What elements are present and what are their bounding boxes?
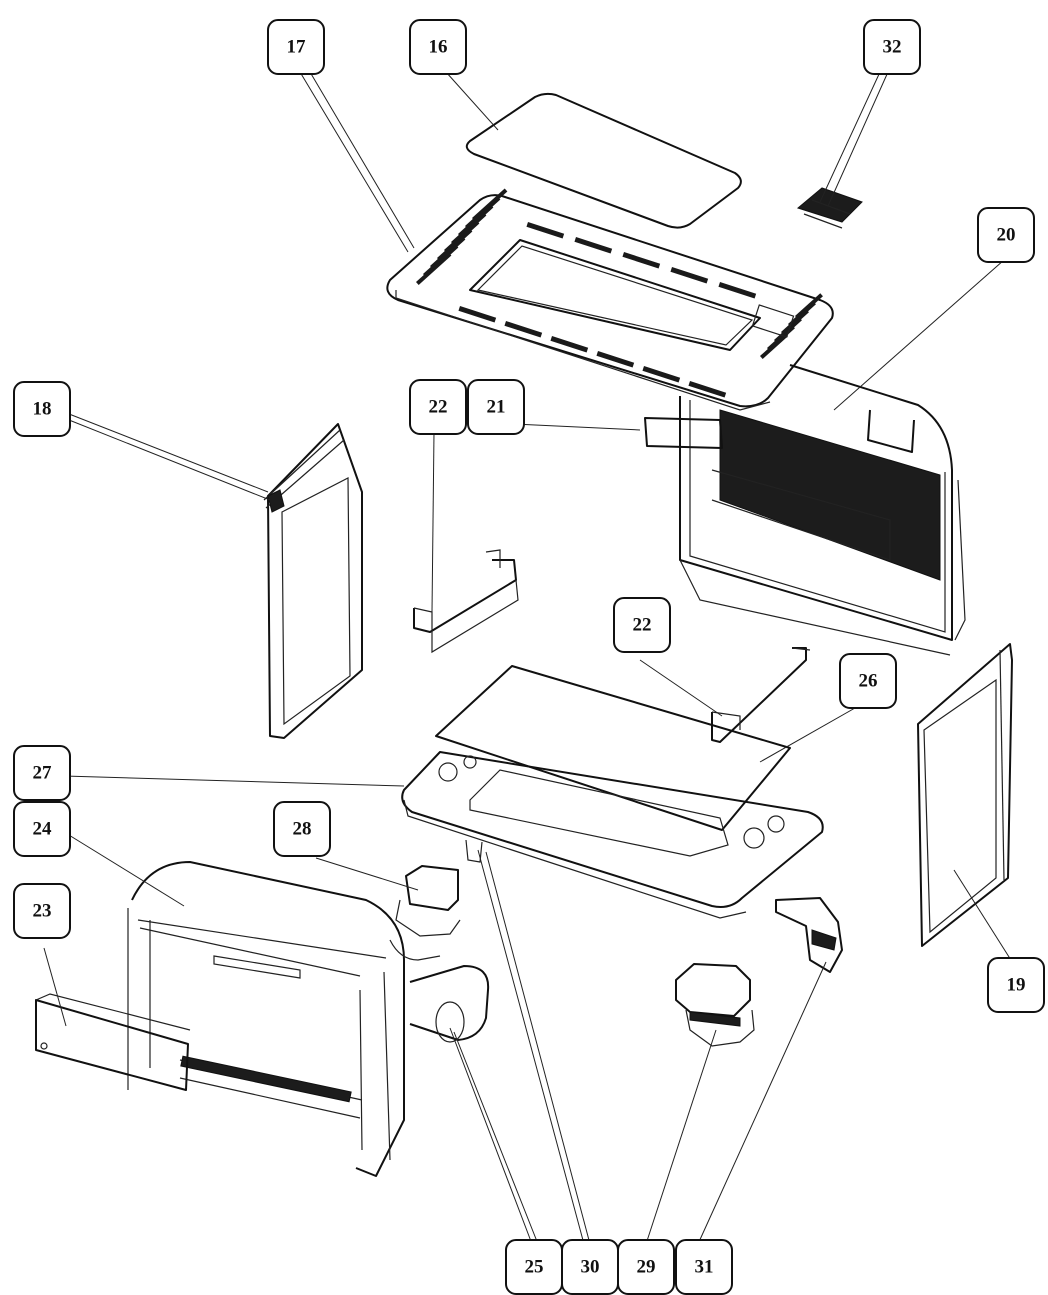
callout-30: 30 [561,1239,619,1295]
callout-label: 23 [33,901,52,922]
callout-box [617,1239,675,1295]
callout-21: 21 [467,379,525,435]
part-bracket-22a [413,549,519,654]
callout-box [977,207,1035,263]
grille-slot [504,321,543,338]
callout-box [613,597,671,653]
callout-label: 30 [581,1257,600,1278]
callout-18: 18 [13,381,71,437]
callout-label: 17 [287,37,307,58]
part-back-panel [679,364,966,656]
grille-slot [472,188,508,221]
callout-box [13,801,71,857]
callout-box [409,19,467,75]
callout-box [987,957,1045,1013]
callout-20: 20 [977,207,1035,263]
callout-label: 26 [859,671,878,692]
callout-label: 19 [1007,975,1026,996]
callout-31: 31 [675,1239,733,1295]
callout-box [273,801,331,857]
callout-label: 22 [429,397,448,418]
part-fitting-28 [395,865,461,937]
part-bracket-22b [711,647,811,743]
grille-slot [718,282,757,299]
part-right-side-panel [917,643,1013,947]
callout-label: 22 [633,615,652,636]
callout-box [13,883,71,939]
callout-16: 16 [409,19,467,75]
leader-lines [43,71,1017,1245]
callout-box [267,19,325,75]
part-top-grille [386,188,834,411]
callout-label: 32 [883,37,902,58]
callout-label: 28 [293,819,312,840]
callout-27: 27 [13,745,71,801]
callout-label: 25 [525,1257,544,1278]
grille-slot [622,251,661,269]
grille-slot [574,237,613,254]
callout-22: 22 [613,597,671,653]
callout-box [467,379,525,435]
grille-slot [670,267,709,284]
callout-label: 31 [695,1257,714,1278]
callout-label: 20 [997,225,1016,246]
callout-17: 17 [267,19,325,75]
callout-label: 29 [637,1257,656,1278]
grille-slot [550,336,589,353]
callout-32: 32 [863,19,921,75]
part-baffle-sheet-26 [435,665,791,831]
callout-box [13,745,71,801]
part-burner-tube [389,939,490,1043]
grille-slot [596,351,635,368]
callout-box [839,653,897,709]
part-base-tray [401,751,824,919]
part-small-bracket-32 [796,187,863,229]
callout-box [863,19,921,75]
part-left-side-panel [263,423,363,739]
callout-25: 25 [505,1239,563,1295]
callout-box [13,381,71,437]
callout-box [409,379,467,435]
callout-28: 28 [273,801,331,857]
part-burner-29 [675,963,755,1047]
part-bracket-31 [775,897,843,973]
callout-label: 27 [33,763,53,784]
callout-box [675,1239,733,1295]
grille-slot [526,222,565,239]
callout-label: 21 [487,397,506,418]
callout-24: 24 [13,801,71,857]
callout-label: 18 [33,399,52,420]
part-bar-21 [644,417,723,449]
grille-slot [458,306,497,323]
grille-slot [688,381,727,398]
grille-slot [642,366,681,383]
part-glass-top-panel [465,92,742,229]
callout-23: 23 [13,883,71,939]
callout-26: 26 [839,653,897,709]
grille-slot [795,293,823,319]
callout-29: 29 [617,1239,675,1295]
callout-22: 22 [409,379,467,435]
callout-19: 19 [987,957,1045,1013]
callout-label: 16 [429,37,448,58]
callout-label: 24 [33,819,53,840]
part-front-trim-23 [35,993,191,1091]
part-front-frame [127,861,405,1177]
